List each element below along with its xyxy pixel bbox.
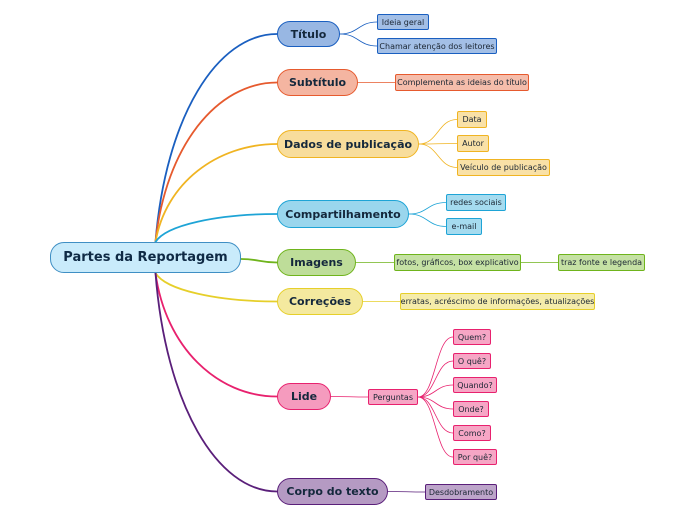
leaf-erratas[interactable]: erratas, acréscimo de informações, atual… [400, 293, 595, 310]
branch-lide[interactable]: Lide [277, 383, 331, 410]
connector-branch-subtitulo [154, 81, 278, 243]
connector-branch-dados-publicacao [154, 143, 278, 243]
connector-branch-corpo-texto [154, 272, 278, 493]
leaf-o-que[interactable]: O quê? [453, 353, 491, 369]
connector-leaf-email [408, 213, 447, 227]
branch-imagens[interactable]: Imagens [277, 249, 356, 276]
leaf-perguntas[interactable]: Perguntas [368, 389, 418, 405]
connector-branch-compartilhamento [154, 213, 278, 243]
leaf-complementa[interactable]: Complementa as ideias do título [395, 74, 529, 91]
connector-leaf-o-que [417, 360, 454, 398]
leaf-chamar-atencao[interactable]: Chamar atenção dos leitores [377, 38, 497, 54]
connector-leaf-chamar-atencao [339, 33, 378, 47]
branch-compartilhamento[interactable]: Compartilhamento [277, 200, 409, 228]
leaf-onde[interactable]: Onde? [453, 401, 489, 417]
branch-dados-publicacao[interactable]: Dados de publicação [277, 130, 419, 158]
connector-leaf-perguntas [330, 396, 369, 398]
connector-branch-correcoes [154, 272, 278, 303]
connector-leaf-por-que [417, 396, 454, 458]
connector-branch-lide [154, 272, 278, 398]
leaf-como[interactable]: Como? [453, 425, 491, 441]
connector-leaf-autor [418, 143, 458, 145]
leaf-ideia-geral[interactable]: Ideia geral [377, 14, 429, 30]
connector-leaf-redes-sociais [408, 202, 447, 215]
central-topic[interactable]: Partes da Reportagem [50, 242, 241, 273]
leaf-fonte-legenda[interactable]: traz fonte e legenda [558, 254, 645, 271]
branch-subtitulo[interactable]: Subtítulo [277, 69, 358, 96]
connector-leaf-data [418, 119, 458, 145]
leaf-data[interactable]: Data [457, 111, 487, 128]
branch-titulo[interactable]: Título [277, 21, 340, 47]
leaf-redes-sociais[interactable]: redes sociais [446, 194, 506, 211]
connector-branch-imagens [240, 258, 278, 264]
connector-leaf-quem [417, 336, 454, 398]
leaf-desdobramento[interactable]: Desdobramento [425, 484, 497, 500]
leaf-autor[interactable]: Autor [457, 135, 489, 152]
connector-branch-titulo [154, 33, 278, 243]
connector-leaf-quando [417, 384, 454, 398]
leaf-quando[interactable]: Quando? [453, 377, 497, 393]
connector-leaf-ideia-geral [339, 21, 378, 35]
leaf-por-que[interactable]: Por quê? [453, 449, 497, 465]
leaf-veiculo[interactable]: Veículo de publicação [457, 159, 550, 176]
leaf-fotos-graficos[interactable]: fotos, gráficos, box explicativo [394, 254, 521, 271]
leaf-quem[interactable]: Quem? [453, 329, 491, 345]
branch-correcoes[interactable]: Correções [277, 288, 363, 315]
connector-leaf-veiculo [418, 143, 458, 168]
connector-leaf-desdobramento [387, 491, 426, 493]
leaf-email[interactable]: e-mail [446, 218, 482, 235]
branch-corpo-texto[interactable]: Corpo do texto [277, 478, 388, 505]
